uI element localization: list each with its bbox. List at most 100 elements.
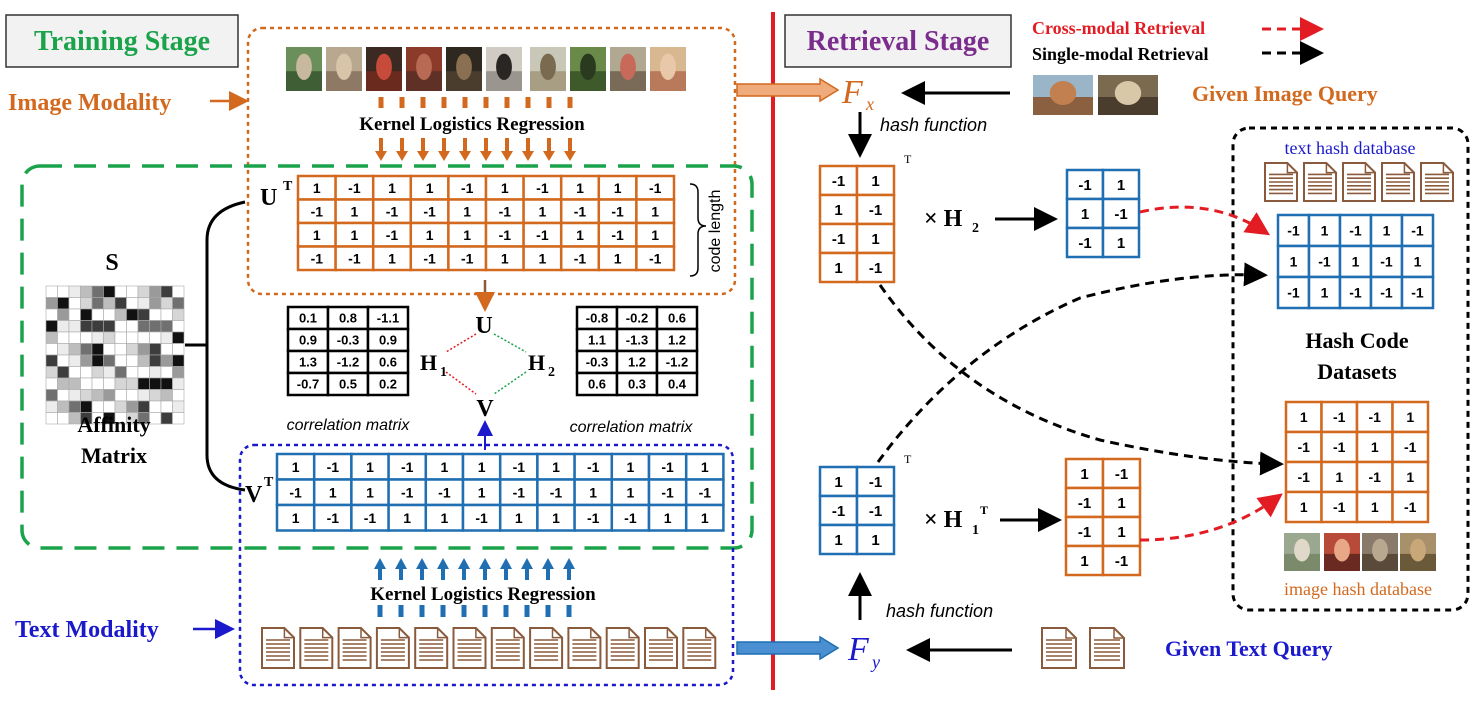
affinity-cell bbox=[137, 308, 150, 321]
affinity-cell bbox=[103, 320, 116, 333]
h1-v-link bbox=[445, 371, 477, 395]
photo-subject bbox=[1334, 538, 1350, 562]
affinity-cell bbox=[45, 308, 58, 321]
matrix-value: -0.3 bbox=[337, 333, 359, 348]
matrix-value: 1 bbox=[576, 180, 584, 196]
document-fold bbox=[666, 628, 677, 639]
klr-bottom-label: Kernel Logistics Regression bbox=[370, 584, 596, 605]
matrix-value: 1 bbox=[552, 459, 560, 475]
h1-label: H bbox=[420, 350, 437, 375]
affinity-cell bbox=[80, 285, 93, 298]
affinity-cell bbox=[45, 343, 58, 356]
matrix-cell bbox=[610, 478, 651, 507]
matrix-value: -1 bbox=[1298, 469, 1311, 485]
u-h1-link bbox=[445, 333, 477, 353]
corr-right-label: correlation matrix bbox=[570, 419, 694, 436]
affinity-cell bbox=[103, 400, 116, 413]
matrix-value: 1 bbox=[515, 510, 523, 526]
matrix-value: 1 bbox=[539, 203, 547, 219]
matrix-value: -1 bbox=[1287, 223, 1300, 239]
matrix-cell bbox=[855, 251, 896, 284]
klr-arrow-head bbox=[395, 558, 407, 569]
klr-top-arrows bbox=[375, 138, 576, 161]
affinity-cell bbox=[57, 400, 70, 413]
text-modality-label: Text Modality bbox=[15, 617, 159, 643]
affinity-cell bbox=[149, 297, 162, 310]
hash-code-label-2: Datasets bbox=[1317, 359, 1397, 384]
legend-single-modal: Single-modal Retrieval bbox=[1032, 44, 1208, 64]
klr-arrow-head bbox=[500, 558, 512, 569]
document-fold bbox=[1286, 163, 1297, 174]
matrix-value: -1 bbox=[348, 250, 361, 266]
matrix-cell bbox=[498, 503, 539, 532]
matrix-value: -1 bbox=[1078, 495, 1091, 512]
affinity-cell bbox=[80, 400, 93, 413]
matrix-value: 1 bbox=[1117, 177, 1125, 194]
affinity-cell bbox=[126, 354, 139, 367]
klr-bottom-arrows bbox=[374, 558, 575, 580]
klr-arrow-head bbox=[501, 151, 513, 161]
affinity-cell bbox=[114, 343, 127, 356]
affinity-cell bbox=[57, 354, 70, 367]
matrix-cell bbox=[855, 494, 896, 527]
matrix-value: 1 bbox=[871, 173, 879, 190]
affinity-cell bbox=[160, 285, 173, 298]
fx-sub: x bbox=[865, 94, 874, 114]
matrix-value: -1 bbox=[1333, 439, 1346, 455]
klr-dash bbox=[545, 605, 551, 617]
photo-subject bbox=[1114, 81, 1142, 105]
affinity-cell bbox=[91, 400, 104, 413]
affinity-cell bbox=[137, 285, 150, 298]
matrix-value: 1 bbox=[1300, 499, 1308, 515]
affinity-cell bbox=[91, 366, 104, 379]
photo-subject bbox=[416, 53, 432, 80]
affinity-cell bbox=[172, 320, 185, 333]
matrix-value: 1 bbox=[463, 227, 471, 243]
affinity-cell bbox=[91, 320, 104, 333]
given-image-query-thumbnails bbox=[1033, 75, 1158, 115]
matrix-value: 1 bbox=[1352, 254, 1360, 270]
matrix-value: -1 bbox=[611, 203, 624, 219]
photo-ground bbox=[446, 71, 482, 91]
matrix-value: -1 bbox=[869, 202, 882, 219]
klr-dash bbox=[504, 97, 510, 108]
affinity-cell bbox=[68, 343, 81, 356]
matrix-value: 1 bbox=[441, 459, 449, 475]
affinity-cell bbox=[137, 389, 150, 402]
klr-arrow-head bbox=[458, 558, 470, 569]
klr-arrow-head bbox=[542, 558, 554, 569]
image-to-fx-arrow bbox=[736, 77, 840, 103]
affinity-cell bbox=[160, 331, 173, 344]
matrix-value: -1 bbox=[574, 250, 587, 266]
matrix-value: -1 bbox=[423, 250, 436, 266]
matrix-value: -1 bbox=[1369, 469, 1382, 485]
affinity-cell bbox=[57, 389, 70, 402]
document-fold bbox=[436, 628, 448, 639]
matrix-value: -1 bbox=[661, 484, 674, 500]
matrix-value: -1 bbox=[289, 484, 302, 500]
photo-subject bbox=[296, 53, 312, 80]
matrix-value: 1 bbox=[651, 203, 659, 219]
affinity-cell bbox=[68, 400, 81, 413]
training-green-box bbox=[20, 164, 754, 550]
matrix-value: 0.9 bbox=[379, 333, 397, 348]
matrix-value: -1.2 bbox=[666, 355, 688, 370]
affinity-cell bbox=[172, 331, 185, 344]
matrix-value: 1 bbox=[426, 227, 434, 243]
matrix-value: 0.2 bbox=[379, 377, 397, 392]
document-fold bbox=[1442, 163, 1453, 174]
photo-ground bbox=[610, 71, 646, 91]
photo-ground bbox=[366, 71, 402, 91]
matrix-value: -1 bbox=[1380, 285, 1393, 301]
affinity-cell bbox=[103, 297, 116, 310]
document-fold bbox=[590, 628, 601, 639]
matrix-value: -1 bbox=[1287, 285, 1300, 301]
affinity-cell bbox=[149, 320, 162, 333]
photo-subject bbox=[1372, 538, 1388, 562]
matrix-value: 0.8 bbox=[339, 311, 357, 326]
matrix-value: -1 bbox=[649, 180, 662, 196]
affinity-cell bbox=[172, 377, 185, 390]
image-hash-database-label: image hash database bbox=[1284, 579, 1432, 599]
